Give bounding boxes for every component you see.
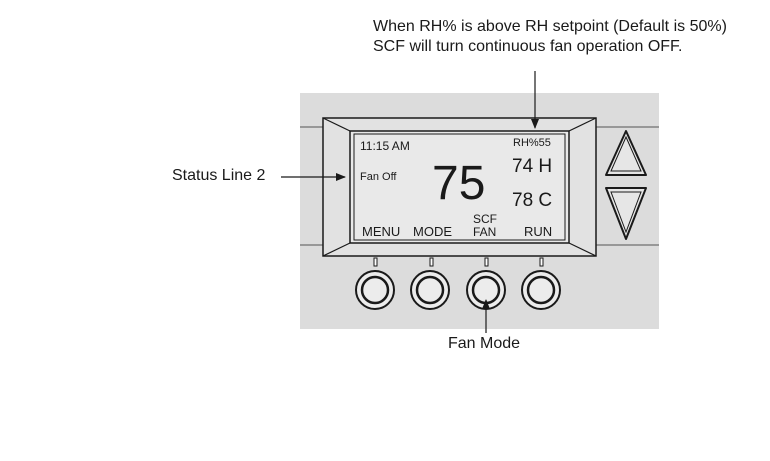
up-arrow-button[interactable] (605, 130, 647, 176)
up-arrow-button-inner (610, 135, 642, 172)
current-temperature: 75 (432, 157, 486, 210)
fan-mode-label: Fan Mode (448, 335, 521, 352)
rh-note-line1: When RH% is above RH setpoint (Default i… (373, 18, 727, 35)
menu-key-label: MENU (362, 224, 401, 239)
heat-setpoint: 74 H (512, 156, 553, 177)
soft-key-run-knob[interactable] (521, 270, 561, 310)
down-arrow-button-inner (610, 191, 642, 234)
bezel-inner-edge (322, 117, 597, 257)
lcd-inner-border (353, 133, 566, 241)
soft-key-mode-knob[interactable] (410, 270, 450, 310)
run-key-label: RUN (524, 224, 553, 239)
mode-key-label: MODE (413, 224, 452, 239)
fan-key-label-line2: FAN (473, 225, 497, 239)
key-connector-marks (373, 257, 544, 267)
down-arrow-button[interactable] (605, 187, 647, 240)
rh-reading: RH%55 (513, 137, 551, 149)
time-display: 11:15 AM (360, 139, 410, 153)
fan-key-label-line1: SCF (473, 212, 497, 226)
lcd-screen (349, 130, 570, 244)
status-text: Fan Off (360, 171, 397, 183)
rh-note-line2: SCF will turn continuous fan operation O… (373, 38, 683, 55)
soft-key-menu-knob[interactable] (355, 270, 395, 310)
soft-key-fan-knob[interactable] (466, 270, 506, 310)
cool-setpoint: 78 C (512, 190, 553, 211)
status-line-label: Status Line 2 (172, 167, 266, 184)
